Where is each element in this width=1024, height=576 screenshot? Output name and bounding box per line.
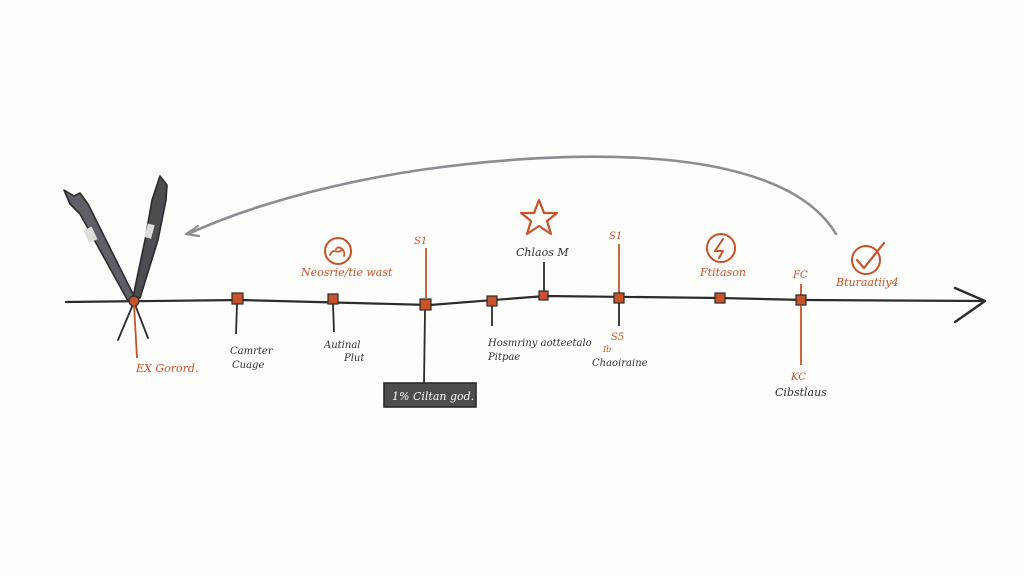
timeline-axis: [64, 286, 987, 324]
milestone-4-label-a: Hosmriny aotteetalo: [487, 338, 592, 349]
return-arc: [184, 155, 838, 238]
milestone-3-marker: [419, 298, 432, 311]
milestone-3-box-label: 1% Ciltan god.: [392, 390, 474, 403]
lightning-icon: [706, 233, 736, 263]
milestone-5-marker: [538, 290, 549, 301]
milestone-2-label-b: Plut: [343, 353, 365, 364]
milestone-1-marker: [231, 292, 244, 305]
milestone-8-tick-label-bottom: KC: [790, 372, 806, 383]
milestone-5-label-above: Chlaos M: [516, 246, 569, 259]
milestone-6-tick-label-top: S1: [609, 231, 622, 242]
milestone-6-tick-label-bottom-b: Ib: [602, 345, 611, 354]
milestone-6-label-below: Chaoiraine: [592, 358, 648, 369]
scissors-highlight: [83, 226, 98, 244]
scissors-pivot: [128, 295, 140, 307]
check-icon: [851, 241, 886, 275]
milestone-6-marker: [613, 292, 625, 304]
milestone-3-tick-down: [423, 309, 426, 385]
milestone-2-label-a: Autinal: [323, 340, 360, 351]
milestone-2-label-above: Neosrie/tie wast: [300, 266, 393, 279]
milestone-4-marker: [486, 295, 498, 307]
milestone-7-marker: [714, 292, 726, 304]
scissors-icon: [63, 175, 168, 341]
milestone-8-label-below: Cibstlaus: [775, 386, 827, 399]
link-icon: [324, 237, 352, 265]
milestone-1-label-b: Cuage: [232, 360, 264, 371]
start-label: EX Gorord.: [135, 362, 198, 375]
timeline-line: [64, 294, 987, 307]
return-arc-arrowhead: [184, 224, 201, 238]
milestone-6-tick-label-bottom: S5: [611, 332, 624, 343]
milestone-2-tick: [332, 303, 335, 333]
milestone-3-tick-label: S1: [414, 236, 427, 247]
scissors-blade-left: [63, 189, 136, 302]
milestone-3-box: [383, 382, 477, 408]
start-tick: [133, 304, 138, 359]
star-icon: [519, 198, 559, 236]
milestone-8-marker: [795, 294, 807, 306]
milestone-7-label-above: Ftitason: [699, 266, 746, 279]
milestone-1-label-a: Camrter: [230, 346, 274, 357]
milestone-4-label-b: Pitpae: [487, 352, 520, 363]
arrow-head-icon: [953, 286, 987, 324]
milestone-9-label-above: Bturaatiiy4: [835, 276, 899, 289]
milestone-2-marker: [327, 293, 339, 305]
milestone-1-tick: [235, 303, 238, 335]
return-arc-line: [186, 155, 838, 236]
milestone-8-tick-label-top: FC: [792, 270, 808, 281]
scissors-handle: [117, 301, 149, 341]
